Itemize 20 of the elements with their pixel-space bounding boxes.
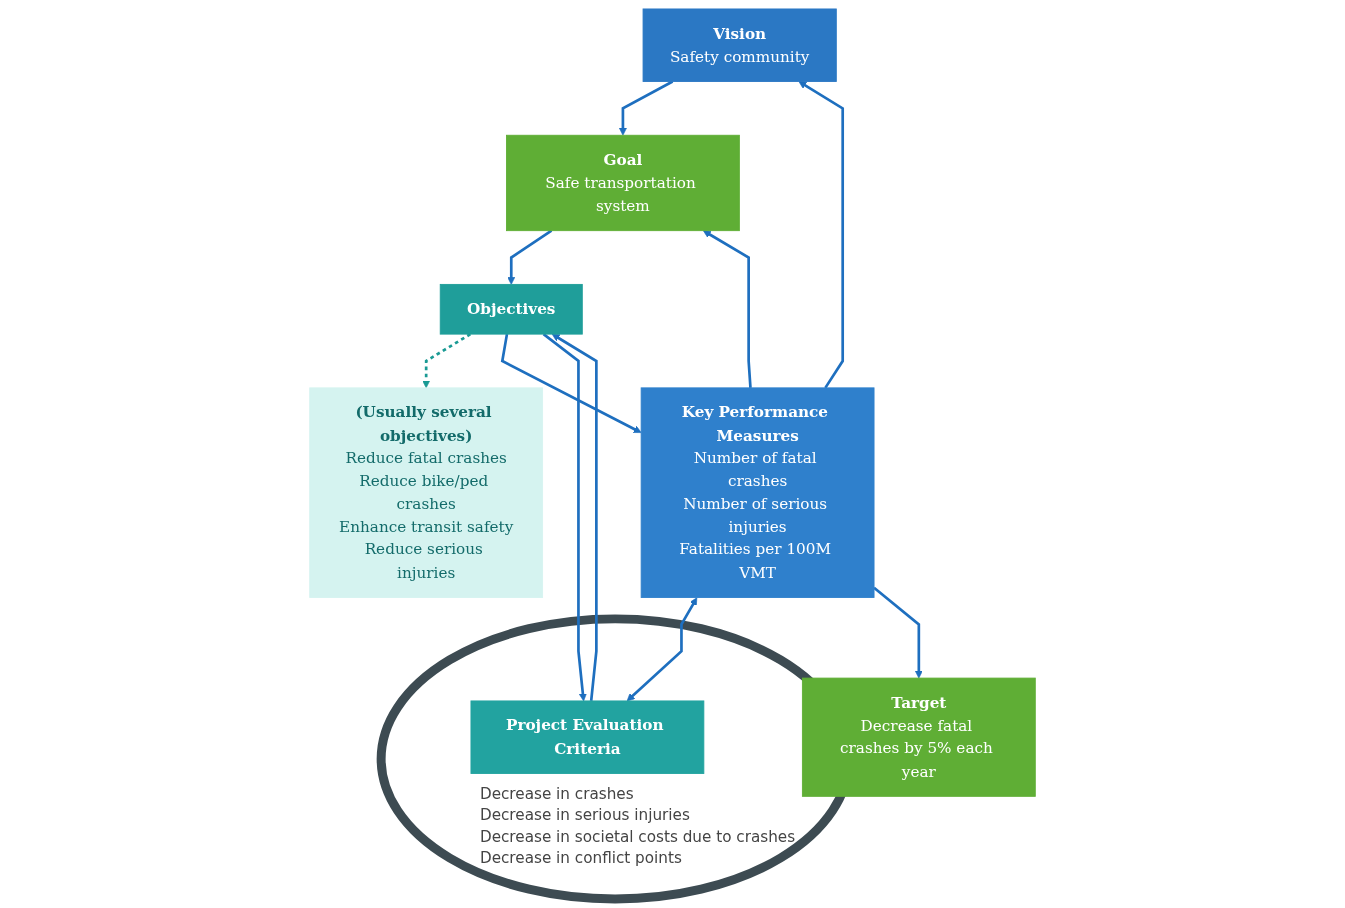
arrow: [798, 81, 845, 389]
criteria-text: Decrease in societal costs due to crashes: [479, 827, 796, 846]
criteria-text: Decrease in crashes: [479, 784, 634, 803]
node-box: (Usually several objectives) Reduce fatal crashes Reduce bike/ped crashes Enhance transit safety Reduce serious injuries: [309, 387, 544, 598]
arrow: [873, 586, 923, 679]
node-box: Objectives: [439, 283, 583, 335]
arrow: [507, 229, 553, 285]
arrow: [542, 333, 587, 702]
arrow: [551, 333, 598, 702]
node-box: Target Decrease fatal crashes by 5% each year: [801, 677, 1036, 797]
arrow: [500, 333, 642, 433]
criteria-text: Decrease in serious injuries: [479, 806, 690, 825]
node-box: Key Performance Measures Number of fatal crashes Number of serious injuries Fatalities per 100M VMT: [640, 387, 875, 598]
arrow: [703, 230, 752, 388]
node-box: Project Evaluation Criteria: [470, 700, 705, 774]
arrow: [619, 80, 674, 136]
arrow: [626, 597, 698, 702]
node-box: Vision Safety community: [642, 8, 837, 82]
node-box: Goal Safe transportation system: [506, 134, 740, 232]
criteria-text: Decrease in conflict points: [479, 849, 682, 868]
